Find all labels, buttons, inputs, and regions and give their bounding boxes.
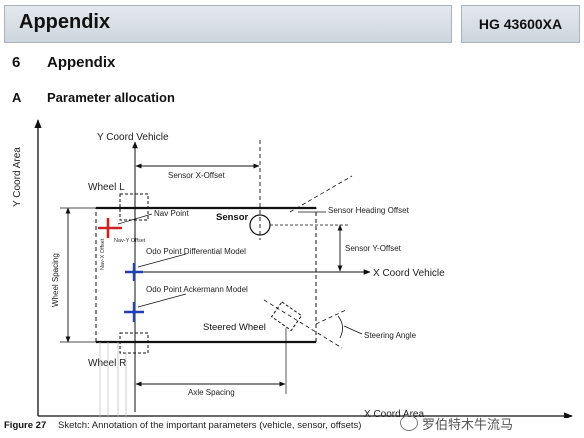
- nav-y-offset-label: Nav-Y Offset: [114, 238, 146, 244]
- watermark-text: 罗伯特木牛流马: [422, 417, 514, 432]
- wheel-l-label: Wheel L: [88, 182, 125, 193]
- y-coord-vehicle-label: Y Coord Vehicle: [97, 132, 169, 143]
- odo-diff-label: Odo Point Differential Model: [146, 247, 246, 256]
- parameter-diagram: Y Coord Area X Coord Area Y Coord Vehicl…: [12, 119, 573, 418]
- wheel-r-label: Wheel R: [88, 358, 126, 369]
- odo-ackermann-label: Odo Point Ackermann Model: [146, 285, 248, 294]
- section-title: Appendix: [47, 54, 116, 71]
- wechat-icon: [400, 415, 418, 431]
- steering-direction-line: [315, 309, 347, 325]
- x-coord-vehicle-label: X Coord Vehicle: [373, 268, 445, 279]
- wheel-spacing-label: Wheel Spacing: [51, 253, 60, 307]
- nav-point-label: Nav Point: [154, 209, 189, 218]
- axle-spacing-label: Axle Spacing: [188, 388, 235, 397]
- sensor-label: Sensor: [216, 212, 249, 223]
- header-code-bar: HG 43600XA: [461, 5, 580, 43]
- steering-angle-arc: [337, 315, 343, 339]
- section-number: 6: [12, 54, 21, 71]
- subsection-letter: A: [12, 90, 22, 105]
- x-coord-area-label: X Coord Area: [364, 409, 424, 418]
- nav-point-pointer: [117, 213, 153, 225]
- odo-diff-pointer: [137, 253, 187, 268]
- figure-label: Figure 27: [4, 420, 47, 431]
- subsection-title: Parameter allocation: [47, 90, 175, 105]
- document-code: HG 43600XA: [478, 16, 563, 32]
- steering-angle-label: Steering Angle: [364, 331, 417, 340]
- sensor-heading-line: [289, 175, 353, 213]
- figure-caption: Sketch: Annotation of the important para…: [58, 420, 362, 431]
- wheel-right: [119, 332, 149, 354]
- nav-x-offset-label: Nav-X Offset: [100, 238, 106, 270]
- wheel-left: [119, 193, 149, 221]
- steered-wheel-label: Steered Wheel: [203, 322, 266, 333]
- steered-wheel: [270, 301, 303, 332]
- steering-angle-pointer: [343, 325, 363, 335]
- sensor-heading-offset-label: Sensor Heading Offset: [328, 206, 410, 215]
- header-title: Appendix: [19, 11, 111, 33]
- sensor-x-offset-label: Sensor X-Offset: [168, 171, 226, 180]
- y-coord-area-label: Y Coord Area: [12, 147, 23, 207]
- odo-ackermann-pointer: [137, 293, 187, 308]
- sensor-y-offset-label: Sensor Y-Offset: [345, 244, 402, 253]
- steering-direction-line: [263, 299, 343, 349]
- header-title-bar: Appendix: [4, 5, 452, 43]
- watermark: 罗伯特木牛流马: [400, 412, 580, 434]
